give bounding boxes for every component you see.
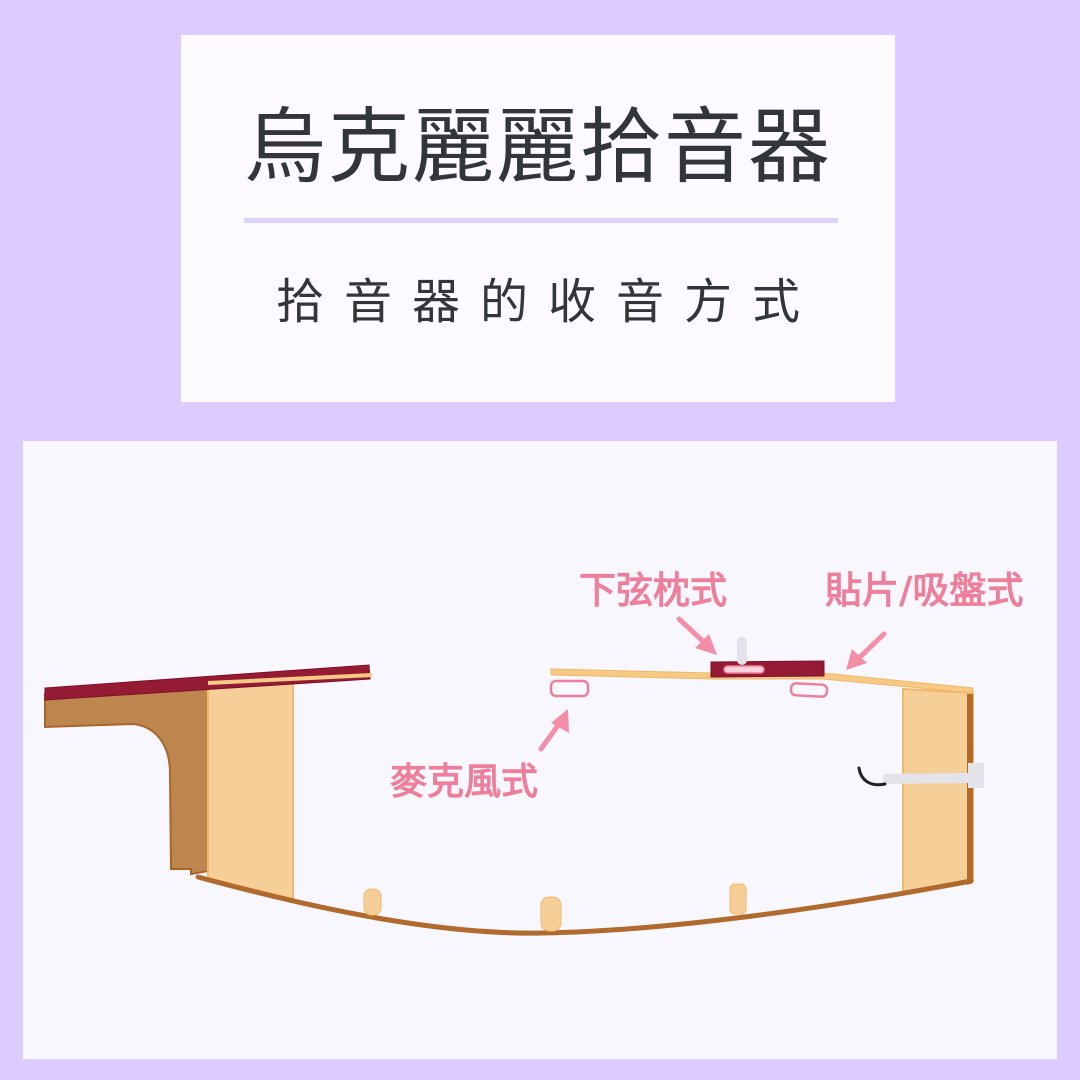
page-subtitle: 拾音器的收音方式 <box>275 274 820 330</box>
back-plate <box>195 874 974 936</box>
output-jack <box>883 763 984 788</box>
under-saddle-pickup <box>723 665 765 674</box>
label-under-saddle: 下弦枕式 <box>579 569 727 612</box>
saddle <box>737 637 747 665</box>
label-microphone: 麥克風式 <box>390 760 538 803</box>
arrow-icon <box>538 709 569 752</box>
arrow-icon <box>676 616 717 655</box>
title-divider <box>244 218 838 223</box>
mic-pickup <box>549 679 590 698</box>
brace <box>540 896 562 932</box>
contact-pickup <box>789 682 829 698</box>
page-title: 烏克麗麗拾音器 <box>243 100 832 195</box>
label-contact-sticker: 貼片/吸盤式 <box>825 569 1024 612</box>
title-card: 烏克麗麗拾音器 拾音器的收音方式 <box>181 35 895 402</box>
diagram-panel: 下弦枕式 貼片/吸盤式 麥克風式 <box>23 441 1057 1059</box>
brace <box>363 888 382 916</box>
brace <box>729 883 747 915</box>
top-plate-left <box>208 673 372 685</box>
ukulele-cross-section-diagram <box>44 616 984 936</box>
jack-cable <box>857 766 887 787</box>
tail-block <box>902 687 974 896</box>
fretboard <box>44 664 371 701</box>
neck-heel <box>44 679 209 876</box>
neck-block <box>207 673 294 901</box>
body-side-right <box>967 694 973 885</box>
arrow-icon <box>846 631 887 670</box>
